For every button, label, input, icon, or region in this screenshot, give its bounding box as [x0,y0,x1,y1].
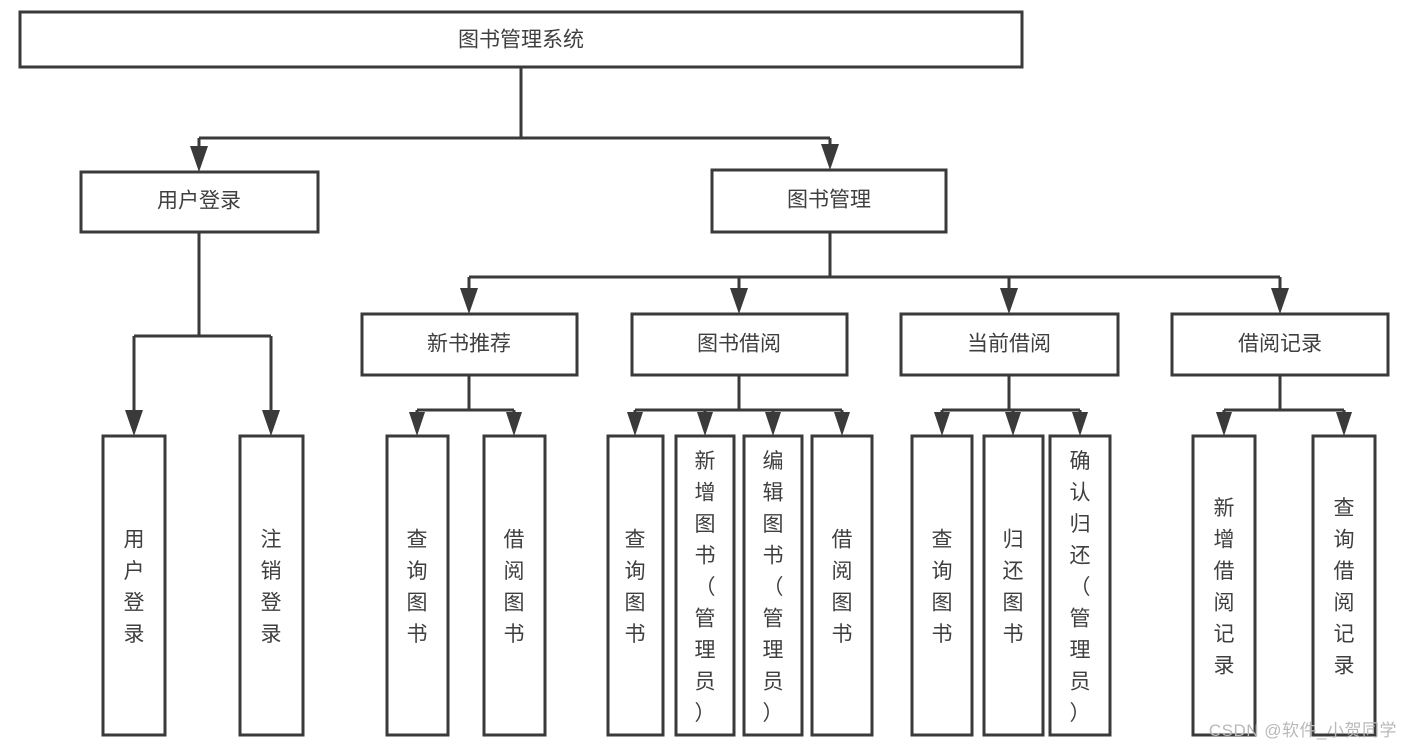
node-leaf-user-login[interactable]: 用户登录 [101,434,167,737]
node-book-borrow-box[interactable] [630,312,849,377]
node-leaf-rec-borrow-label: 借阅图书 [504,529,525,647]
node-current-borrow-label: 当前借阅 [967,333,1051,356]
node-leaf-br-query[interactable]: 查询借阅记录 [1311,434,1377,737]
csdn-watermark: CSDN @软件_小贺同学 [1208,721,1397,740]
node-leaf-cb-return[interactable]: 归还图书 [982,434,1045,737]
arrow-to-leaf-cb-confirm [1072,412,1088,436]
node-leaf-user-login-label: 用户登录 [124,529,145,647]
node-book-borrow-label: 图书借阅 [697,333,781,356]
node-user-login[interactable]: 用户登录 [79,170,320,234]
node-leaf-bb-borrow[interactable]: 借阅图书 [810,434,874,737]
node-leaf-cb-confirm[interactable]: 确认归还（管理员） [1048,434,1112,737]
node-leaf-bb-add-box[interactable] [674,434,736,737]
node-leaf-bb-query[interactable]: 查询图书 [606,434,665,737]
arrow-to-book-manage [821,144,839,170]
node-leaf-br-add[interactable]: 新增借阅记录 [1191,434,1257,737]
node-leaf-cb-confirm-box[interactable] [1048,434,1112,737]
arrow-to-leaf-br-add [1216,412,1232,436]
node-current-borrow[interactable]: 当前借阅 [899,312,1120,377]
node-new-book-rec[interactable]: 新书推荐 [360,312,579,377]
node-leaf-br-query-box[interactable] [1311,434,1377,737]
node-leaf-user-login-box[interactable] [101,434,167,737]
node-leaf-cb-confirm-label: 确认归还（管理员） [1070,450,1091,725]
arrow-to-leaf-rec-query [409,412,425,436]
node-root[interactable]: 图书管理系统 [18,10,1024,69]
node-leaf-cb-query[interactable]: 查询图书 [910,434,974,737]
node-leaf-bb-edit-label: 编辑图书（管理员） [763,450,784,725]
node-leaf-bb-query-label: 查询图书 [625,529,646,647]
node-user-login-label: 用户登录 [157,190,241,213]
node-user-login-box[interactable] [79,170,320,234]
arrow-to-leaf-bb-query [627,412,643,436]
node-leaf-rec-borrow[interactable]: 借阅图书 [482,434,547,737]
node-leaf-br-query-label: 查询借阅记录 [1334,497,1355,678]
node-leaf-cb-return-label: 归还图书 [1003,529,1024,647]
arrow-to-leaf-br-query [1336,412,1352,436]
node-leaf-br-add-label: 新增借阅记录 [1214,497,1235,678]
arrow-to-currentborrow [1000,288,1018,314]
node-leaf-user-logout-box[interactable] [238,434,305,737]
node-borrow-record-box[interactable] [1170,312,1390,377]
node-book-manage-box[interactable] [710,168,948,234]
node-leaf-bb-add[interactable]: 新增图书（管理员） [674,434,736,737]
node-leaf-rec-borrow-box[interactable] [482,434,547,737]
arrow-to-bookborrow [730,288,748,314]
connector-layer [125,67,1352,436]
arrow-to-leaf-user-logout [262,410,280,436]
arrow-to-leaf-cb-return [1005,412,1021,436]
arrow-to-leaf-bb-borrow [834,412,850,436]
node-borrow-record-label: 借阅记录 [1238,333,1322,356]
arrow-to-newbook [460,288,478,314]
node-borrow-record[interactable]: 借阅记录 [1170,312,1390,377]
node-leaf-rec-query-label: 查询图书 [407,529,428,647]
node-leaf-cb-query-label: 查询图书 [932,529,953,647]
node-leaf-bb-query-box[interactable] [606,434,665,737]
node-root-label: 图书管理系统 [458,29,584,52]
node-leaf-bb-edit-box[interactable] [742,434,804,737]
node-leaf-user-logout-label: 注销登录 [261,529,282,647]
node-leaf-cb-query-box[interactable] [910,434,974,737]
node-current-borrow-box[interactable] [899,312,1120,377]
node-new-book-rec-box[interactable] [360,312,579,377]
node-book-manage-label: 图书管理 [787,189,871,212]
arrow-to-leaf-bb-edit [765,412,781,436]
arrow-to-user-login [190,146,208,172]
arrow-to-borrowrecord [1271,288,1289,314]
arrow-to-leaf-cb-query [934,412,950,436]
arrow-to-leaf-rec-borrow [506,412,522,436]
arrow-to-leaf-user-login [125,410,143,436]
node-leaf-user-logout[interactable]: 注销登录 [238,434,305,737]
node-leaf-bb-edit[interactable]: 编辑图书（管理员） [742,434,804,737]
node-book-borrow[interactable]: 图书借阅 [630,312,849,377]
node-root-box[interactable] [18,10,1024,69]
node-new-book-rec-label: 新书推荐 [427,333,511,356]
node-leaf-bb-borrow-label: 借阅图书 [832,529,853,647]
node-leaf-bb-add-label: 新增图书（管理员） [695,450,716,725]
arrow-to-leaf-bb-add [697,412,713,436]
node-leaf-br-add-box[interactable] [1191,434,1257,737]
node-leaf-rec-query-box[interactable] [385,434,450,737]
node-leaf-rec-query[interactable]: 查询图书 [385,434,450,737]
node-leaf-bb-borrow-box[interactable] [810,434,874,737]
node-leaf-cb-return-box[interactable] [982,434,1045,737]
node-book-manage[interactable]: 图书管理 [710,168,948,234]
